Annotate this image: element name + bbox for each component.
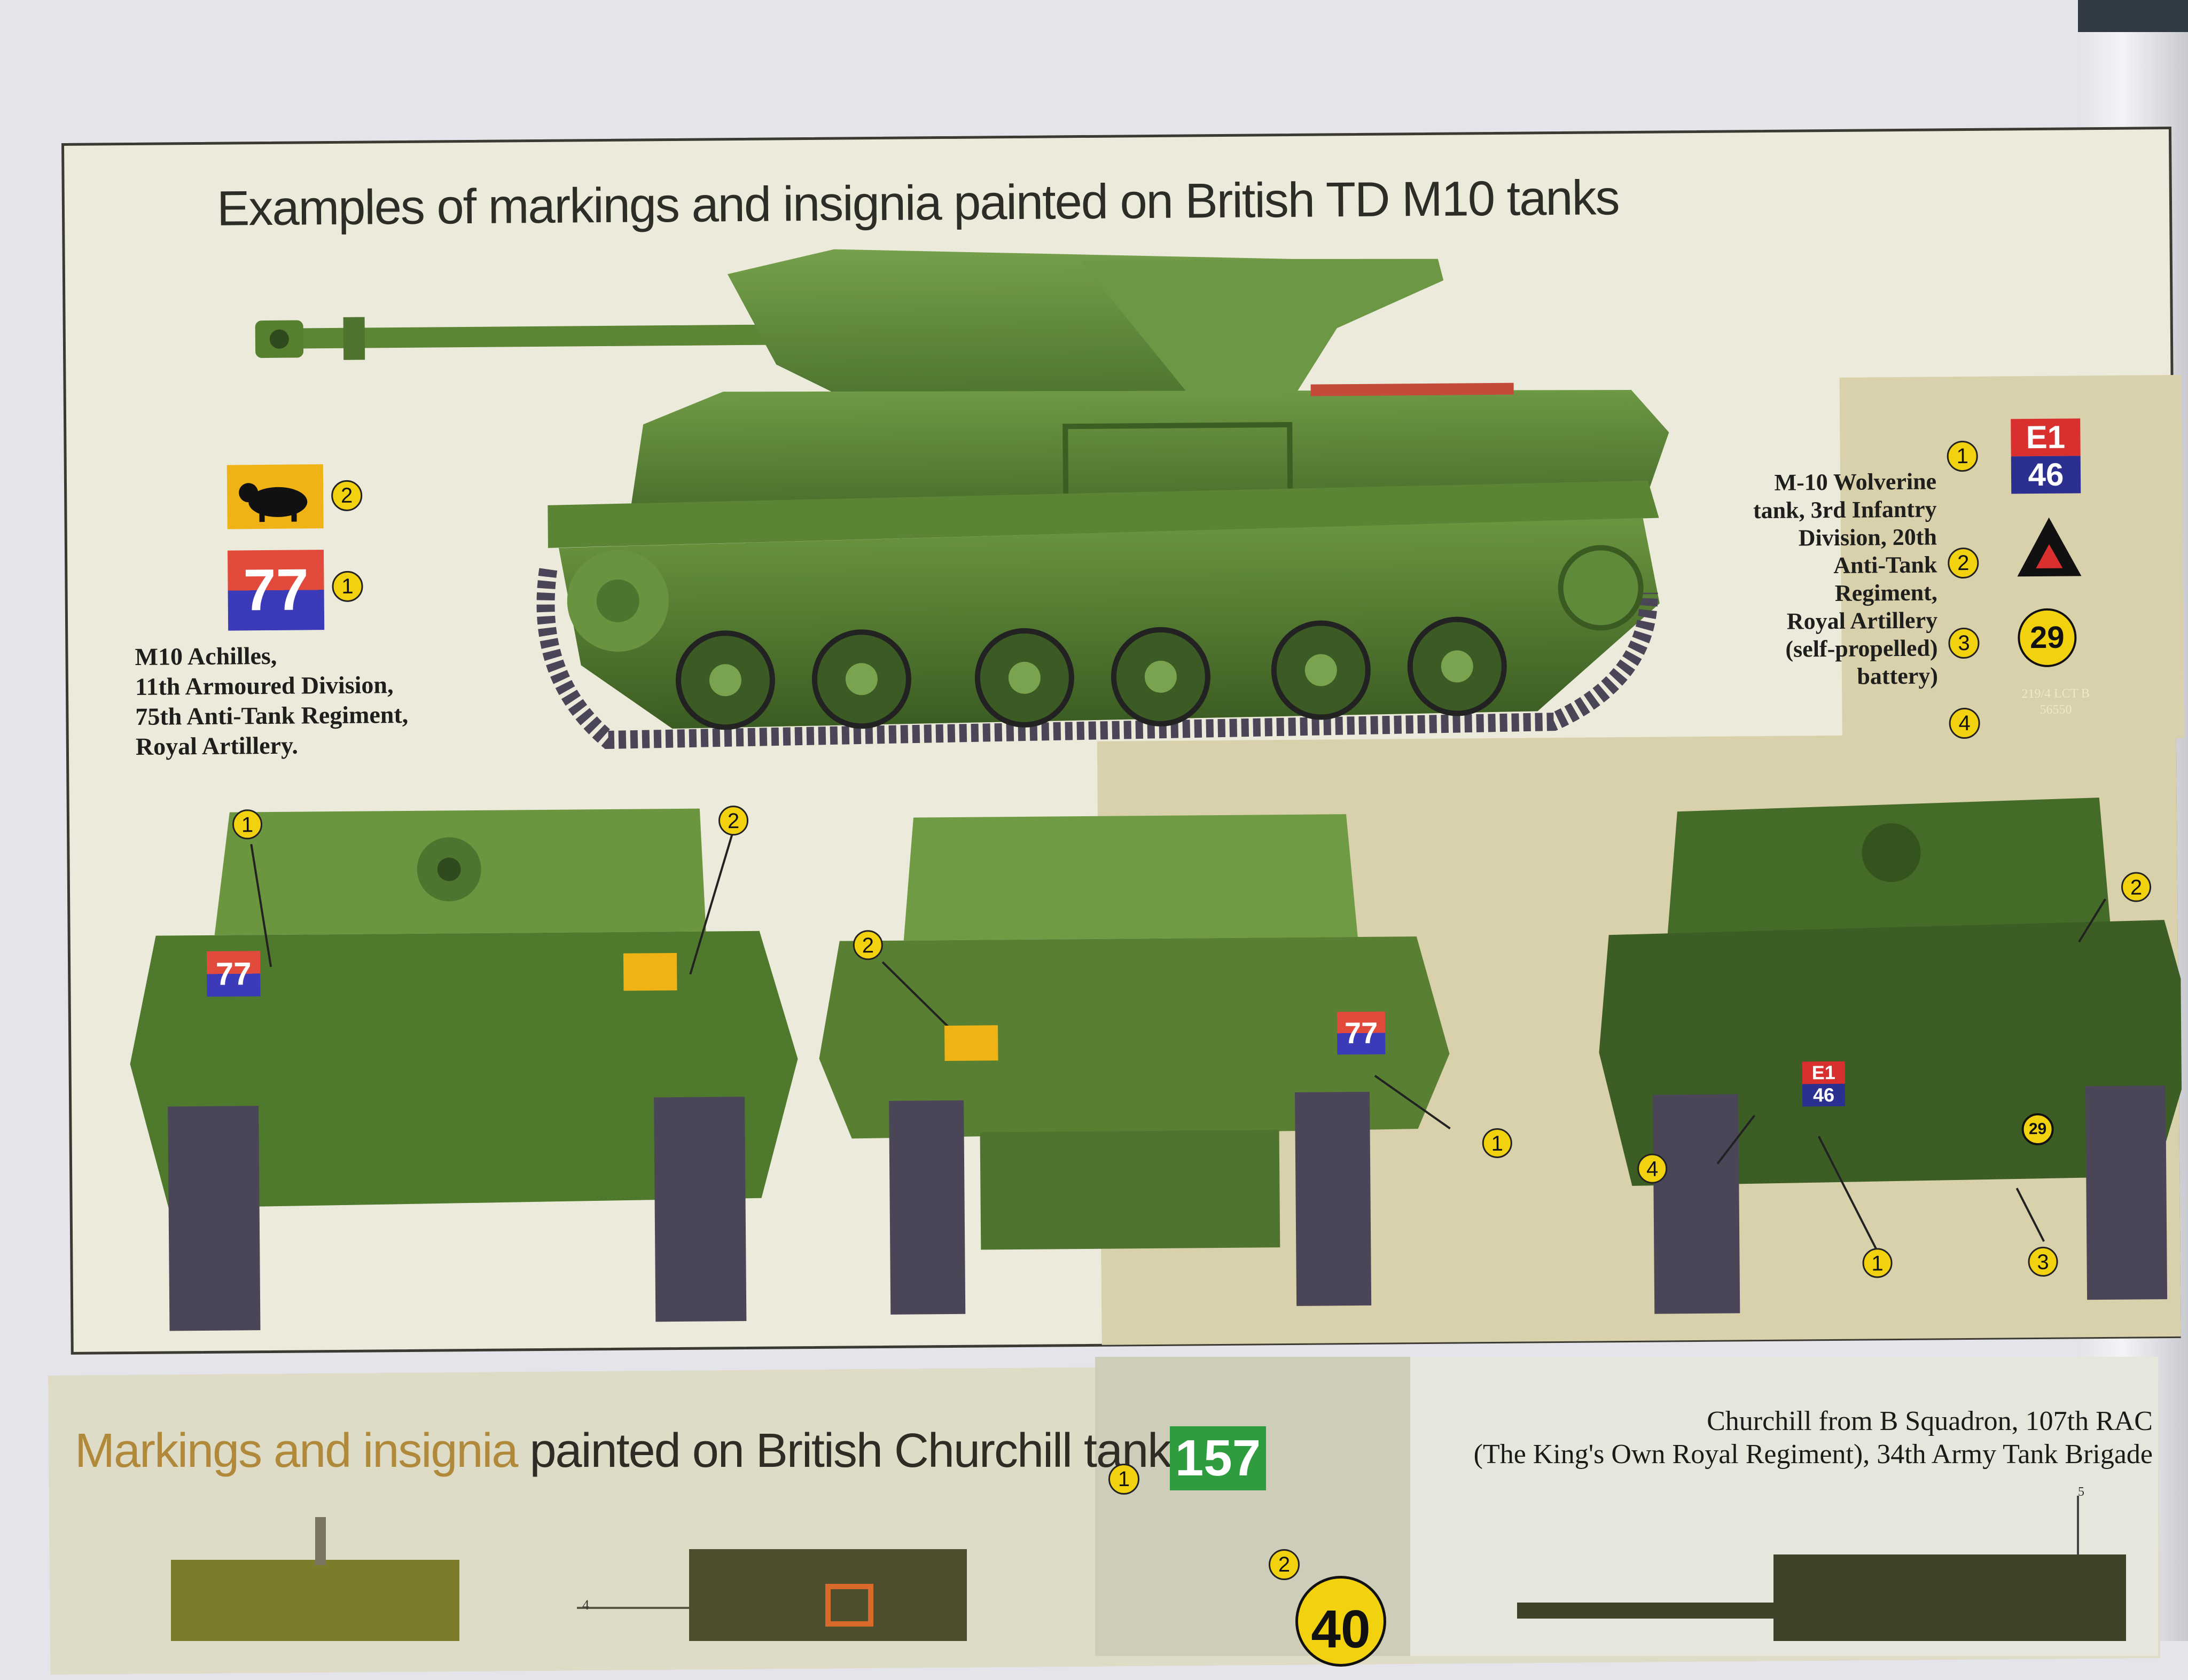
rear-right-callout-2: 2 <box>2121 872 2152 902</box>
rear-right-callout-1: 1 <box>1862 1248 1893 1278</box>
triangle-division-icon <box>2017 517 2082 577</box>
rear-right-callout-3: 3 <box>2028 1246 2058 1277</box>
churchill-callout-4: 4 <box>582 1597 589 1613</box>
rear-left-callout-2: 2 <box>718 805 749 836</box>
achilles-caption: M10 Achilles, 11th Armoured Division, 75… <box>135 642 409 760</box>
callout-4-wolverine: 4 <box>1949 707 1980 739</box>
rear-center-callout-1: 1 <box>1482 1128 1513 1159</box>
rear-center-callout-2: 2 <box>853 929 884 960</box>
churchill-callout-5: 5 <box>2078 1485 2084 1499</box>
insignia-29: 29 <box>2017 608 2077 668</box>
churchill-tank-illustrations <box>171 1496 2126 1641</box>
churchill-caption: Churchill from B Squadron, 107th RAC (Th… <box>1473 1406 2153 1470</box>
serial-marking: 219/4 LCT B 56550 <box>2021 686 2090 717</box>
callout-2: 2 <box>331 480 363 512</box>
rear-left-insignia-77: 77 <box>206 951 261 997</box>
callout-1: 1 <box>332 571 363 603</box>
insignia-157: 157 <box>1170 1426 1266 1490</box>
callout-1-wolverine: 1 <box>1947 440 1978 472</box>
rear-left-bull-insignia <box>623 952 677 991</box>
wolverine-caption: M-10 Wolverine tank, 3rd Infantry Divisi… <box>1753 468 1939 690</box>
callout-3-wolverine: 3 <box>1948 627 1980 659</box>
callout-2-wolverine: 2 <box>1948 547 1979 579</box>
page-corner-dark <box>2078 0 2188 32</box>
rear-right-callout-4: 4 <box>1637 1153 1668 1184</box>
m10-markings-panel: Examples of markings and insignia painte… <box>61 126 2184 1355</box>
rear-center-bull-insignia <box>944 1025 998 1061</box>
churchill-panel-title: Markings and insignia painted on British… <box>75 1424 1194 1478</box>
black-bull-icon <box>239 483 308 522</box>
rear-left-callout-1: 1 <box>232 809 263 840</box>
rear-center-insignia-77: 77 <box>1337 1011 1386 1055</box>
insignia-77: 77 <box>227 550 325 631</box>
rear-right-insignia-e1-46: E1 46 <box>1802 1061 1846 1107</box>
rear-right-insignia-29: 29 <box>2021 1113 2054 1146</box>
insignia-e1-46: E1 46 <box>2011 418 2081 494</box>
churchill-callout-2: 2 <box>1269 1549 1300 1580</box>
churchill-callout-1: 1 <box>1108 1464 1139 1495</box>
bull-insignia <box>226 464 324 529</box>
